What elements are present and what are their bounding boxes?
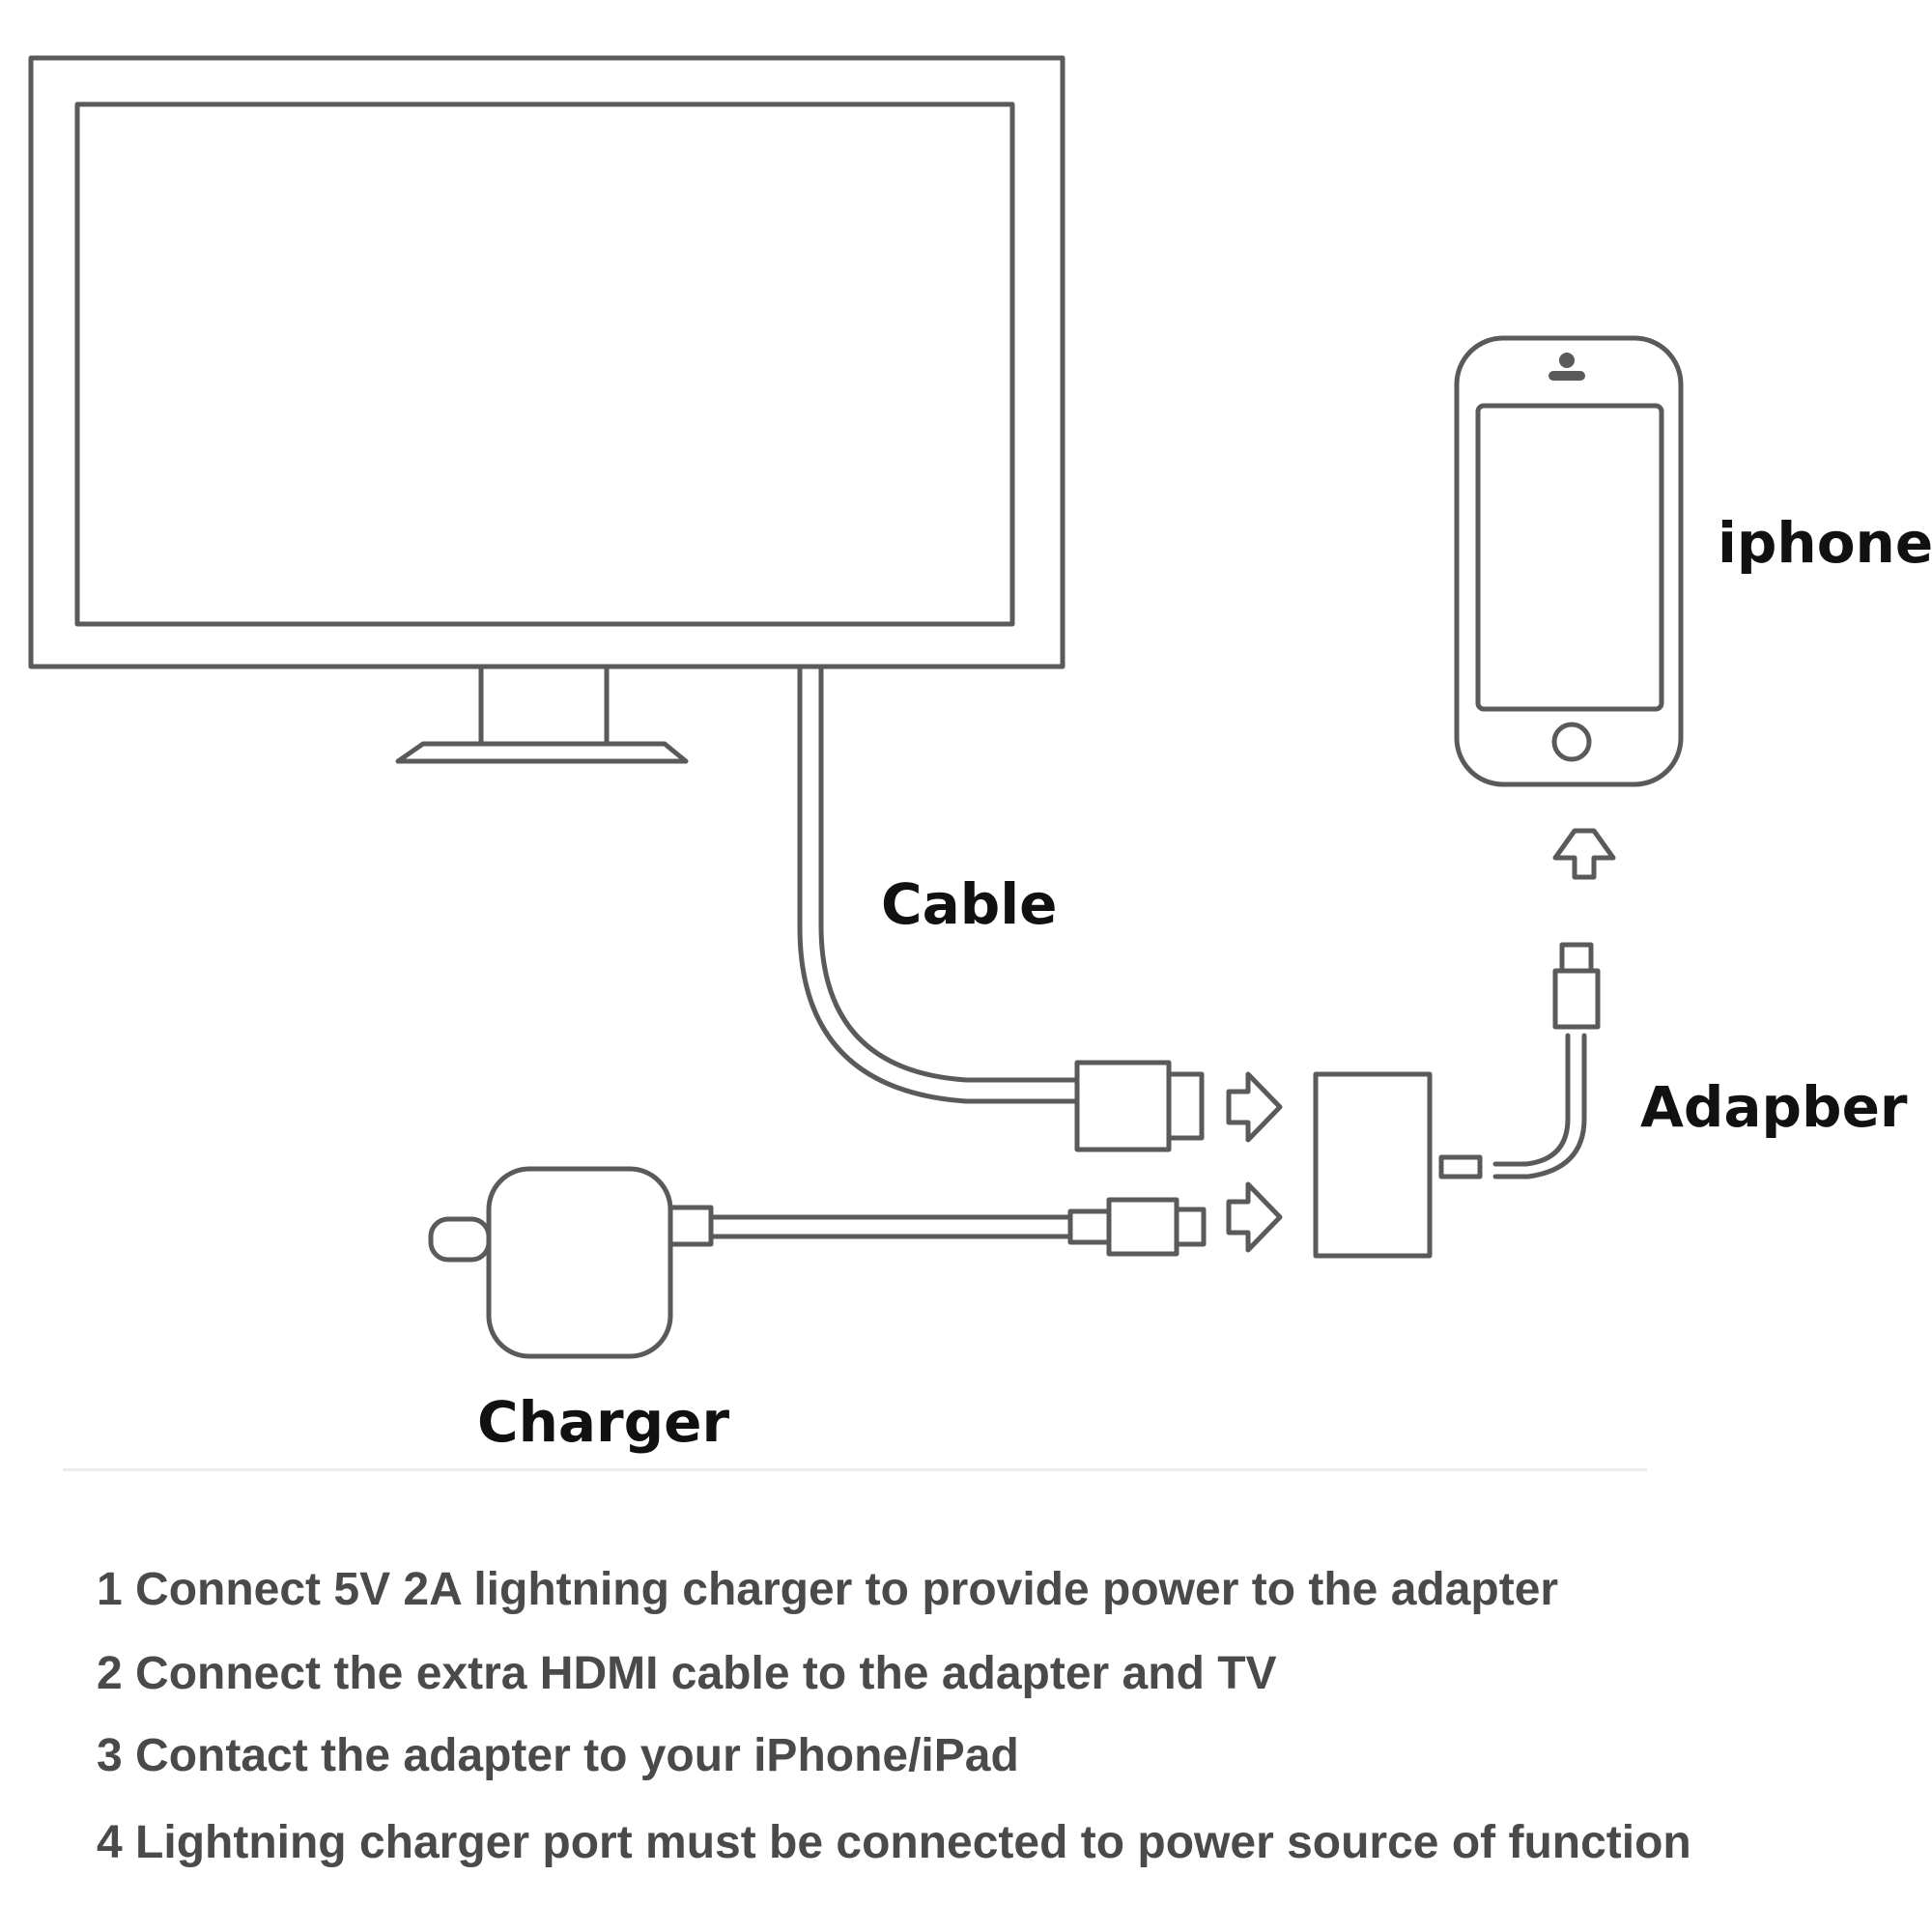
arrow-up-icon <box>1552 828 1616 880</box>
cable-label: Cable <box>881 871 1058 937</box>
divider-line <box>63 1468 1647 1471</box>
instruction-step-3: 3 Contact the adapter to your iPhone/iPa… <box>97 1730 1019 1781</box>
lightning-plug-icon <box>1067 1197 1207 1257</box>
hdmi-plug-icon <box>1074 1060 1205 1152</box>
iphone-earpiece-icon <box>1548 353 1585 381</box>
tv-icon <box>28 55 1065 764</box>
charger-cable <box>708 1214 1073 1239</box>
hdmi-cable <box>797 666 1080 1104</box>
adapter-lightning-lead <box>1438 942 1601 1179</box>
instruction-step-2: 2 Connect the extra HDMI cable to the ad… <box>97 1648 1277 1699</box>
arrow-right-icon <box>1226 1071 1283 1143</box>
instruction-step-1: 1 Connect 5V 2A lightning charger to pro… <box>97 1564 1559 1615</box>
iphone-label: iphone <box>1718 510 1932 576</box>
adapter-icon <box>1313 1071 1433 1259</box>
adapter-label: Adapber <box>1640 1074 1908 1140</box>
iphone-icon <box>1454 335 1684 787</box>
charger-label: Charger <box>477 1389 730 1455</box>
charger-icon <box>428 1166 714 1359</box>
arrow-right-icon <box>1226 1181 1283 1253</box>
instruction-step-4: 4 Lightning charger port must be connect… <box>97 1817 1691 1868</box>
